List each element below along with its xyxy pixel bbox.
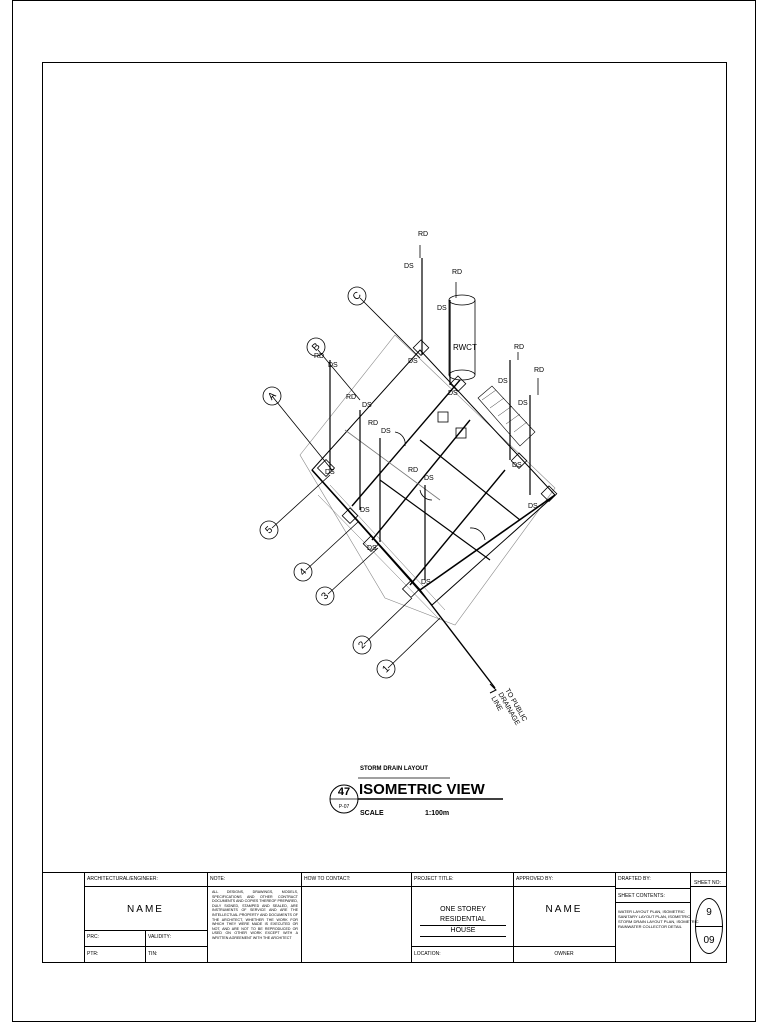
grid-label-c: C (351, 290, 364, 303)
grid-label-a: A (266, 390, 279, 403)
rd-label: RD (418, 231, 428, 238)
sheet-outer-border (12, 0, 756, 1022)
project-title: ONE STOREY RESIDENTIAL HOUSE (420, 905, 506, 937)
rd-label: RD (346, 394, 356, 401)
rd-label: RD (514, 344, 524, 351)
ds-label: DS (528, 503, 538, 510)
sheet-contents-item: SANITARY LAYOUT PLAN, ISOMETRIC (618, 914, 691, 919)
ds-label: DS (437, 305, 447, 312)
validity-label: VALIDITY: (148, 934, 171, 940)
sheet-number-badge: 9 09 (695, 898, 723, 954)
grid-bubble-2 (352, 635, 372, 655)
view-subtitle: STORM DRAIN LAYOUT (360, 766, 428, 772)
ds-label: DS (421, 579, 431, 586)
owner-label: OWNER (554, 951, 574, 957)
building-outline (299, 334, 556, 626)
ptr-label: PTR: (87, 951, 99, 957)
ds-label: DS (360, 507, 370, 514)
grid-bubble-4 (293, 562, 313, 582)
ds-label: DS (518, 400, 528, 407)
sheet-number: 9 (696, 899, 722, 927)
prc-label: PRC: (87, 934, 99, 940)
scale-value: 1:100m (425, 810, 449, 817)
sheet-contents-item: STORM DRAIN LAYOUT PLAN, ISOMETRIC (618, 919, 699, 924)
ds-label: DS (512, 462, 522, 469)
ds-label: DS (448, 390, 458, 397)
view-title: 47 P-07 STORM DRAIN LAYOUT ISOMETRIC VIE… (329, 766, 503, 817)
sheet-no-label: SHEET NO: (694, 880, 721, 886)
note-text: ALL DESIGNS, DRAWINGS, MODELS, SPECIFICA… (212, 890, 298, 940)
hatched-strip (477, 385, 536, 447)
ds-label: DS (328, 362, 338, 369)
rd-label: RD (534, 367, 544, 374)
sheet-contents-item: RAINWATER COLLECTOR DETAIL (618, 924, 682, 929)
rd-label: RD (314, 353, 324, 360)
architect-label: ARCHITECTURAL/ENGINEER: (87, 876, 158, 882)
rwct-tank (448, 294, 476, 381)
rwct-label: RWCT (453, 343, 477, 352)
title-block: ARCHITECTURAL/ENGINEER: NAME PRC: VALIDI… (42, 872, 727, 963)
rd-label: RD (408, 467, 418, 474)
grid-bubble-a (262, 386, 282, 406)
grid-bubble-3 (315, 586, 335, 606)
rd-label: RD (452, 269, 462, 276)
ds-label: DS (325, 469, 335, 476)
tin-label: TIN: (148, 951, 158, 957)
ds-label: DS (404, 263, 414, 270)
grid-label-b: B (310, 341, 323, 354)
view-number: 47 (338, 786, 350, 798)
grid-bubble-b (306, 337, 326, 357)
project-title-line2: HOUSE (450, 927, 476, 934)
ds-label: DS (498, 378, 508, 385)
sheet-contents-label: SHEET CONTENTS: (618, 893, 665, 899)
ds-label: DS (381, 428, 391, 435)
view-sheet-ref: P-07 (339, 804, 350, 810)
sheet-total: 09 (703, 935, 715, 946)
approved-name: NAME (545, 904, 583, 915)
sheet-contents-item: WATER LAYOUT PLAN, ISOMETRIC (618, 909, 685, 914)
project-title-line1: ONE STOREY RESIDENTIAL (420, 905, 506, 926)
grid-bubble-c (347, 286, 367, 306)
contact-label: HOW TO CONTACT: (304, 876, 351, 882)
location-label: LOCATION: (414, 951, 441, 957)
note-label: NOTE: (210, 876, 226, 882)
rd-label: RD (368, 420, 378, 427)
project-title-label: PROJECT TITLE: (414, 876, 454, 882)
drafted-label: DRAFTED BY: (618, 876, 651, 882)
ds-label: DS (408, 358, 418, 365)
ds-label: DS (367, 545, 377, 552)
grid-bubble-1 (376, 659, 396, 679)
sheet-inner-border (42, 62, 727, 963)
view-title-text: ISOMETRIC VIEW (359, 781, 486, 798)
scale-label: SCALE (360, 810, 384, 817)
ds-label: DS (424, 475, 434, 482)
ds-label: DS (362, 402, 372, 409)
architect-name: NAME (127, 904, 164, 915)
grid-bubble-5 (259, 520, 279, 540)
approved-label: APPROVED BY: (516, 876, 553, 882)
